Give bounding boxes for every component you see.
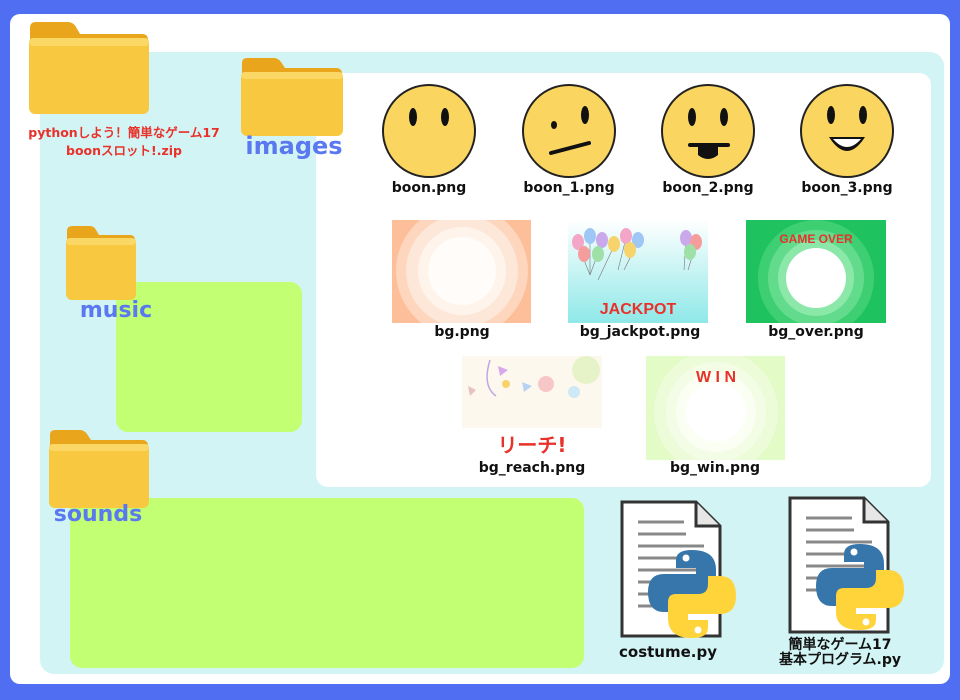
boon-3-face-icon[interactable] (799, 83, 895, 183)
zip-folder-icon[interactable] (26, 18, 152, 118)
basic-program-py-label: 簡単なゲーム17 基本プログラム.py (770, 638, 910, 668)
zip-folder-label: pythonしよう！簡単なゲーム17 boonスロット!.zip (24, 124, 224, 160)
boon-3-png-label: boon_3.png (801, 180, 893, 196)
bg-thumbnail[interactable] (392, 205, 531, 337)
zip-label-line-2: boonスロット!.zip (66, 143, 182, 158)
images-folder-label: images (245, 132, 343, 160)
bg-over-thumbnail[interactable]: GAME OVER (746, 220, 886, 336)
jackpot-text: JACKPOT (600, 301, 677, 318)
bg-win-png-label: bg_win.png (669, 460, 761, 476)
boon-2-face-icon[interactable] (660, 83, 756, 183)
bg-reach-thumbnail[interactable]: リーチ! (462, 356, 602, 462)
boon-face-icon[interactable] (381, 83, 477, 183)
win-text: W I N (696, 369, 736, 386)
bg-jackpot-png-label: bg_jackpot.png (579, 324, 701, 340)
bg-over-png-label: bg_over.png (768, 324, 864, 340)
music-folder-icon[interactable] (64, 222, 138, 302)
reach-text: リーチ! (497, 433, 566, 457)
bg-win-thumbnail[interactable]: W I N (646, 350, 785, 474)
boon-1-face-icon[interactable] (521, 83, 617, 183)
boon-1-png-label: boon_1.png (523, 180, 615, 196)
sounds-folder-icon[interactable] (46, 426, 152, 510)
bg-jackpot-thumbnail[interactable]: JACKPOT (568, 220, 708, 327)
bg-png-label: bg.png (434, 324, 490, 340)
basic-program-label-line-1: 簡単なゲーム17 (788, 637, 892, 653)
images-folder-icon[interactable] (238, 54, 346, 138)
sounds-contents-area (70, 498, 584, 668)
music-contents-area (116, 282, 302, 432)
game-over-text: GAME OVER (779, 232, 853, 246)
costume-py-label: costume.py (619, 643, 717, 661)
zip-label-line-1: pythonしよう！簡単なゲーム17 (28, 125, 220, 140)
boon-png-label: boon.png (391, 180, 467, 196)
music-folder-label: music (79, 298, 153, 323)
basic-program-py-file-icon[interactable] (784, 494, 908, 640)
sounds-folder-label: sounds (53, 502, 143, 527)
basic-program-label-line-2: 基本プログラム.py (778, 652, 902, 668)
bg-reach-png-label: bg_reach.png (478, 460, 586, 476)
costume-py-file-icon[interactable] (616, 498, 740, 644)
boon-2-png-label: boon_2.png (662, 180, 754, 196)
